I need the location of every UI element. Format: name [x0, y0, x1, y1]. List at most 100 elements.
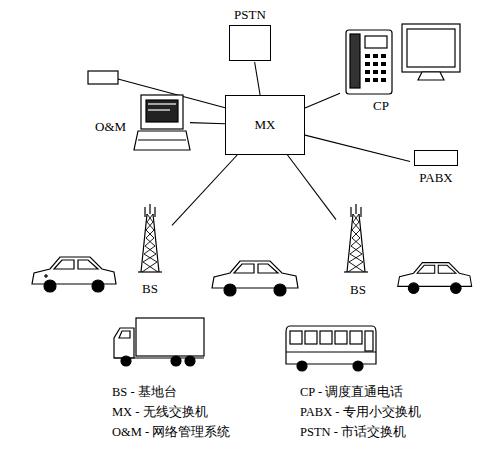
- truck-wheel: [121, 356, 131, 366]
- connector-layer: [172, 62, 410, 225]
- base-station: BS: [336, 200, 380, 298]
- tower-leg: [359, 214, 365, 272]
- phone-key: [373, 62, 378, 66]
- abbreviation-key: MX - 无线交换机: [112, 404, 208, 420]
- phone-key: [373, 54, 378, 58]
- bus-window: [305, 331, 317, 344]
- monitor-screen: [146, 100, 178, 122]
- abbreviation-key: BS - 基地台: [112, 384, 177, 400]
- abbreviation-key: O&M - 网络管理系统: [112, 424, 230, 440]
- car-wheel: [92, 280, 104, 292]
- car-wheel: [408, 283, 419, 294]
- link-line: [190, 123, 225, 124]
- car-window: [234, 264, 278, 273]
- phone-key: [365, 62, 370, 66]
- phone-key: [381, 78, 386, 82]
- car-body: [212, 261, 298, 288]
- node-label: PSTN: [226, 7, 274, 23]
- car-illustration: [32, 257, 116, 292]
- phone-key: [365, 78, 370, 82]
- link-line: [305, 135, 410, 161]
- dispatch-phone-node: CP: [340, 20, 464, 114]
- computer-symbol: [134, 95, 190, 150]
- switch-box: MX: [225, 95, 305, 155]
- phone-display: [365, 36, 387, 48]
- screen-line: [148, 109, 170, 110]
- bus-window: [335, 331, 347, 344]
- monitor-stand: [418, 72, 444, 80]
- car-illustration: [212, 261, 298, 296]
- tower-leg: [153, 214, 159, 272]
- antenna-tower: [344, 204, 368, 272]
- phone-key: [373, 78, 378, 82]
- node-label: O&M: [95, 119, 135, 135]
- box-outline: [414, 150, 458, 166]
- bus-door: [365, 331, 373, 351]
- phone-key: [365, 54, 370, 58]
- car-wheel: [274, 284, 286, 296]
- antenna-dipole: [350, 207, 351, 217]
- bus-window: [320, 331, 332, 344]
- tower-leg: [347, 214, 353, 272]
- terminal-wire: [118, 79, 226, 108]
- screen-line: [148, 103, 176, 104]
- truck-wheel: [171, 356, 181, 366]
- antenna-mast: [149, 204, 150, 214]
- monitor-case: [141, 95, 183, 129]
- exchange-box: PSTN: [226, 6, 274, 62]
- bus-body: [286, 326, 376, 364]
- antenna-dipole: [360, 207, 361, 217]
- car-mark: [45, 274, 46, 278]
- node-label: BS: [128, 281, 172, 297]
- car-wheel: [224, 284, 236, 296]
- antenna-dipole: [144, 207, 145, 217]
- truck-illustration: [114, 318, 204, 366]
- dispatch-phone-symbol: [346, 24, 460, 94]
- tower-lattice: [142, 214, 158, 272]
- phone-key: [381, 70, 386, 74]
- monitor-screen: [407, 29, 455, 67]
- bus-window: [350, 331, 362, 344]
- antenna-tower: [138, 204, 162, 272]
- bus-wheel: [297, 361, 307, 371]
- node-label: BS: [336, 282, 380, 298]
- node-label: CP: [366, 98, 396, 114]
- phone-key: [381, 54, 386, 58]
- keyboard-base: [134, 131, 190, 150]
- car-body: [398, 263, 472, 287]
- car-body: [32, 257, 116, 284]
- phone-body: [346, 30, 392, 94]
- management-node: O&M: [95, 90, 190, 152]
- terminal-box: [88, 71, 118, 84]
- phone-handset: [350, 34, 360, 88]
- antenna-dipole: [154, 207, 155, 217]
- link-line: [288, 155, 337, 220]
- link-line: [305, 93, 340, 108]
- tower-leg: [141, 214, 147, 272]
- car-window: [54, 260, 98, 269]
- bus-window: [290, 331, 302, 344]
- bus-wheel: [353, 361, 363, 371]
- abbreviation-key: PSTN - 市话交换机: [300, 424, 406, 440]
- truck-window: [119, 331, 130, 338]
- car-illustration: [398, 263, 472, 294]
- tower-lattice: [348, 214, 364, 272]
- antenna-mast: [355, 204, 356, 214]
- car-wheel: [44, 280, 56, 292]
- phone-key: [373, 70, 378, 74]
- link-line: [172, 155, 237, 225]
- link-line: [255, 62, 261, 95]
- phone-key: [381, 62, 386, 66]
- node-label: MX: [226, 117, 304, 133]
- pabx-box: PABX: [410, 148, 462, 188]
- monitor-case: [402, 24, 460, 72]
- phone-key: [365, 70, 370, 74]
- box-outline: [229, 25, 271, 61]
- bus-stripe: [286, 351, 376, 352]
- truck-cargo: [136, 318, 204, 356]
- truck-cab: [114, 328, 134, 358]
- car-window: [417, 265, 456, 273]
- car-wheel: [451, 283, 462, 294]
